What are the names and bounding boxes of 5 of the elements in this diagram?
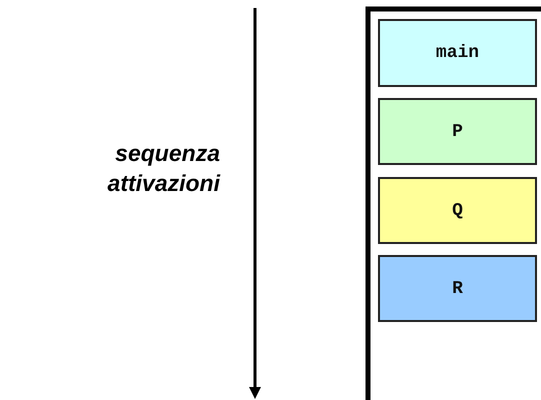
stack-frame-box: P xyxy=(378,98,537,165)
axis-caption: sequenza attivazioni xyxy=(106,139,220,198)
stack-frame-box: Q xyxy=(378,177,537,244)
stack-frame-box: R xyxy=(378,255,537,322)
stack-frame-box: main xyxy=(378,19,537,87)
